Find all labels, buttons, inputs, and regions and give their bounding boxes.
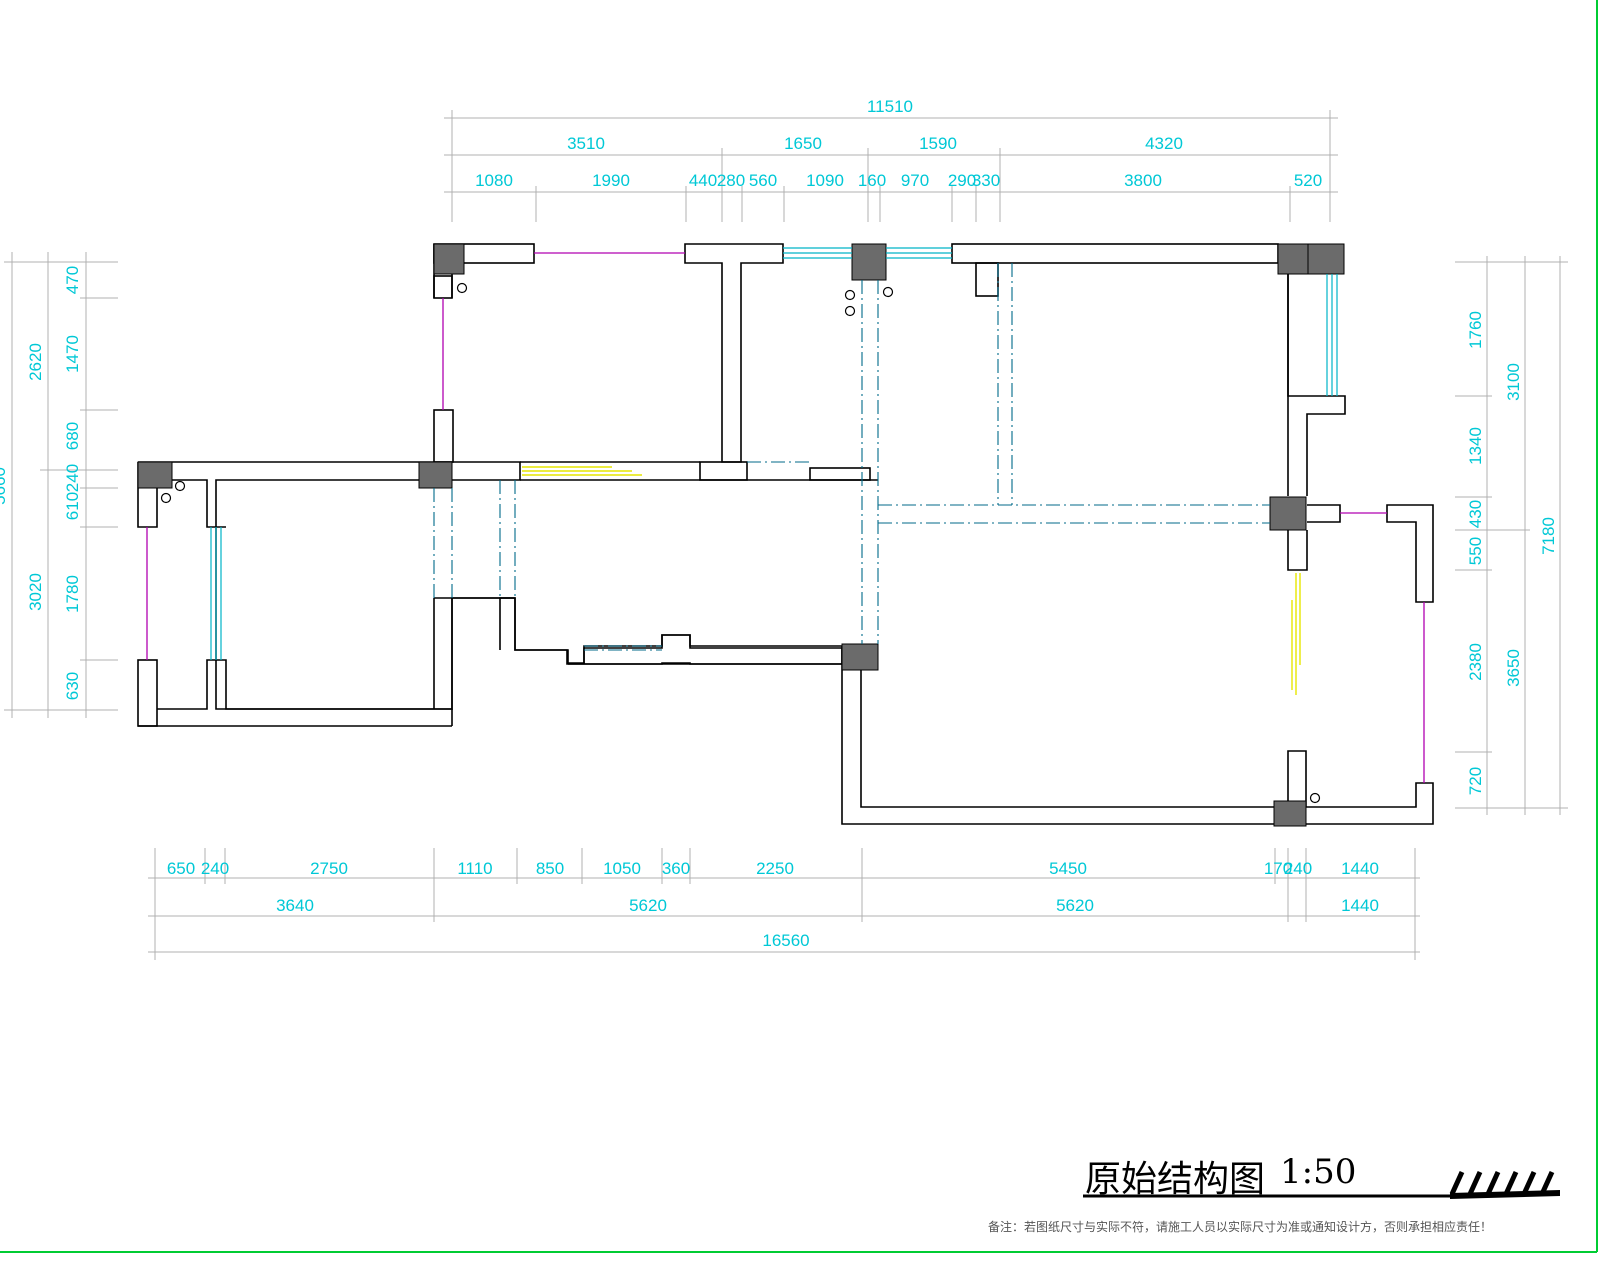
dim-top-detail-11: 520 [1294, 171, 1322, 190]
pipe-fixtures [160, 282, 1321, 804]
drawing-title-block: 原始结构图 1:50 [1085, 1150, 1565, 1200]
dim-top-detail-10: 3800 [1124, 171, 1162, 190]
columns [137, 243, 1345, 827]
dim-bottom-detail-4: 850 [536, 859, 564, 878]
drawing-note: 备注：若图纸尺寸与实际不符，请施工人员以实际尺寸为准或通知设计方，否则承担相应责… [988, 1220, 1493, 1234]
dim-left-detail-5: 1780 [63, 575, 82, 613]
dim-left-overall-0: 5660 [0, 467, 9, 505]
dim-right-middle-1: 3650 [1504, 649, 1523, 687]
dimension-labels: 11510 3510 1650 1590 4320 1080 1990 440 … [0, 97, 1558, 950]
dim-top-detail-1: 1990 [592, 171, 630, 190]
dim-right-detail-4: 2380 [1466, 643, 1485, 681]
dim-bottom-middle-3: 1440 [1341, 896, 1379, 915]
drawing-frame [0, 0, 1598, 1253]
dim-bottom-detail-7: 2250 [756, 859, 794, 878]
dim-top-overall-0: 11510 [867, 97, 913, 116]
dim-top-middle-3: 4320 [1145, 134, 1183, 153]
dim-top-detail-2: 440 [689, 171, 717, 190]
dim-bottom-detail-9: 170 [1264, 859, 1292, 878]
dim-bottom-detail-8: 5450 [1049, 859, 1087, 878]
dim-left-detail-4: 610 [63, 492, 82, 520]
dim-bottom-detail-5: 1050 [603, 859, 641, 878]
door-leaves [522, 466, 1301, 695]
dim-top-detail-9: 330 [972, 171, 1000, 190]
dim-top-detail-7: 970 [901, 171, 929, 190]
dim-top-detail-6: 160 [858, 171, 886, 190]
dim-right-detail-3: 550 [1466, 537, 1485, 565]
dim-right-detail-1: 1340 [1466, 427, 1485, 465]
dimension-lines [4, 110, 1568, 960]
windows [210, 247, 1338, 660]
dim-top-detail-8: 290 [948, 171, 976, 190]
dim-left-middle-1: 3020 [26, 573, 45, 611]
dim-top-middle-1: 1650 [784, 134, 822, 153]
dim-bottom-detail-3: 1110 [457, 859, 492, 878]
dim-top-detail-5: 1090 [806, 171, 844, 190]
drawing-title: 原始结构图 [1085, 1159, 1266, 1200]
drawing-scale: 1:50 [1280, 1152, 1357, 1192]
dim-left-middle-0: 2620 [26, 343, 45, 381]
dim-left-detail-1: 1470 [63, 335, 82, 373]
dim-bottom-middle-2: 5620 [1056, 896, 1094, 915]
dim-bottom-detail-10: 240 [1284, 859, 1312, 878]
dim-bottom-middle-0: 3640 [276, 896, 314, 915]
dim-right-middle-0: 3100 [1504, 363, 1523, 401]
dim-bottom-detail-6: 360 [662, 859, 690, 878]
dim-bottom-detail-11: 1440 [1341, 859, 1379, 878]
openings [146, 252, 1425, 783]
dim-bottom-detail-0: 650 [167, 859, 195, 878]
dim-left-detail-0: 470 [63, 266, 82, 294]
dim-top-detail-4: 560 [749, 171, 777, 190]
dim-bottom-detail-1: 240 [201, 859, 229, 878]
title-hatch-mark [1449, 1170, 1555, 1196]
dim-top-middle-0: 3510 [567, 134, 605, 153]
dim-bottom-middle-1: 5620 [629, 896, 667, 915]
beams [433, 263, 1270, 651]
dim-top-middle-2: 1590 [919, 134, 957, 153]
dim-right-detail-2: 430 [1466, 500, 1485, 528]
walls [137, 243, 1434, 825]
dim-bottom-overall-0: 16560 [762, 931, 809, 950]
dim-right-detail-0: 1760 [1466, 311, 1485, 349]
dim-right-detail-5: 720 [1466, 767, 1485, 795]
title-underline [1083, 1190, 1560, 1199]
dim-left-detail-2: 680 [63, 422, 82, 450]
dim-bottom-detail-2: 2750 [310, 859, 348, 878]
dim-right-overall-0: 7180 [1539, 517, 1558, 555]
dim-top-detail-0: 1080 [475, 171, 513, 190]
dim-top-detail-3: 280 [717, 171, 745, 190]
dim-left-detail-6: 630 [63, 672, 82, 700]
dim-left-detail-3: 240 [63, 464, 82, 492]
